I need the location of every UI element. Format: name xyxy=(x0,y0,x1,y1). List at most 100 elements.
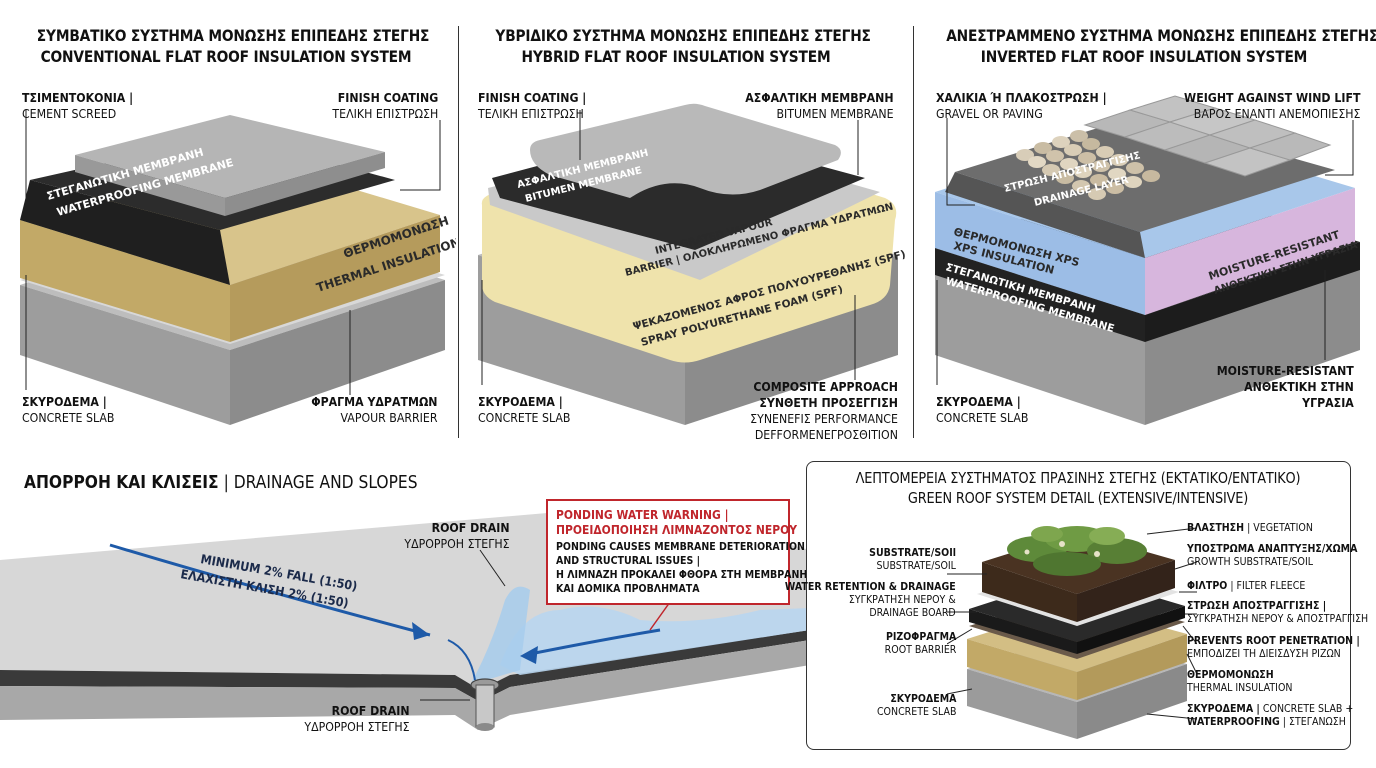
xps-right xyxy=(1145,188,1355,315)
membrane-left xyxy=(935,248,1145,342)
gl-leader-root xyxy=(947,628,973,645)
drain-pipe xyxy=(475,684,495,728)
ponding-water xyxy=(500,606,810,675)
title-greek: ΛΕΠΤΟΜΕΡΕΙΑ ΣΥΣΤΗΜΑΤΟΣ ΠΡΑΣΙΝΗΣ ΣΤΕΓΗΣ (… xyxy=(855,469,1301,487)
slope-arrow-line xyxy=(109,543,431,637)
insulation-left xyxy=(20,220,230,342)
title-english: INVERTED FLAT ROOF INSULATION SYSTEM xyxy=(980,47,1308,66)
label-concrete-slab: ΣΚΥΡΟΔΕΜΑ |CONCRETE SLAB xyxy=(936,394,1029,425)
warning-title-english: PONDING WATER WARNING | xyxy=(556,507,729,522)
label-gravel-paving: ΧΑΛΙΚΙΑ Ή ΠΛΑΚΟΣΤΡΩΣΗ |GRAVEL OR PAVING xyxy=(936,90,1107,121)
leader-finish xyxy=(400,120,441,191)
concrete-slab-right xyxy=(230,280,445,425)
gr-insulation-right xyxy=(1077,634,1187,700)
title-english: CONVENTIONAL FLAT ROOF INSULATION SYSTEM xyxy=(40,47,412,66)
leader-drain-top xyxy=(479,549,506,587)
label-cement-screed: ΤΣΙΜΕΝΤΟΚΟΝΙΑ |CEMENT SCREED xyxy=(22,90,134,121)
warning-title-greek: ΠΡΟΕΙΔΟΠΟΙΗΣΗ ΛΙΜΝΑΖΟΝΤΟΣ ΝΕΡΟΥ xyxy=(556,522,798,537)
green-roof-layers-illustration xyxy=(947,526,1197,739)
warning-body-2: AND STRUCTURAL ISSUES | xyxy=(556,554,701,567)
warning-body-4: ΚΑΙ ΔΟΜΙΚΑ ΠΡΟΒΛΗΜΑΤΑ xyxy=(556,582,700,595)
warning-body-1: PONDING CAUSES MEMBRANE DETERIORATION xyxy=(556,540,805,553)
label-concrete-slab: ΣΚΥΡΟΔΕΜΑ |CONCRETE SLAB xyxy=(478,394,571,425)
title-greek: ΥΒΡΙΔΙΚΟ ΣΥΣΤΗΜΑ ΜΟΝΩΣΗΣ ΕΠΙΠΕΔΗΣ ΣΤΕΓΗΣ xyxy=(495,26,871,45)
gr-concrete-left xyxy=(967,669,1077,739)
ponding-warning-box: PONDING WATER WARNING | ΠΡΟΕΙΔΟΠΟΙΗΣΗ ΛΙ… xyxy=(546,499,808,605)
divider-1 xyxy=(458,26,459,438)
gr-soil-left xyxy=(982,562,1077,622)
gr-label-slab-waterproofing: ΣΚΥΡΟΔΕΜΑ | CONCRETE SLAB + WATERPROOFIN… xyxy=(1187,702,1354,728)
drain-arrow-curve xyxy=(447,639,476,681)
divider-2 xyxy=(913,26,914,438)
gr-label-drainage-layer: ΣΤΡΩΣΗ ΑΠΟΣΤΡΑΓΓΙΣΗΣ |ΣΥΓΚΡΑΤΗΣΗ ΝΕΡΟΥ &… xyxy=(1187,599,1369,625)
gl-leader-vegetation xyxy=(1146,527,1197,535)
title-greek: ΑΝΕΣΤΡΑΜΜΕΝΟ ΣΥΣΤΗΜΑ ΜΟΝΩΣΗΣ ΕΠΙΠΕΔΗΣ ΣΤ… xyxy=(946,26,1376,45)
screed-top xyxy=(75,115,385,198)
drainage-left xyxy=(945,172,1145,258)
gr-soil-right xyxy=(1077,560,1175,622)
gr-drainage-board-left xyxy=(969,609,1077,654)
gl-leader-concrete xyxy=(947,688,973,695)
gr-insulation-left xyxy=(967,639,1077,700)
insulation-right xyxy=(230,215,440,342)
roof-edge-concrete xyxy=(0,686,480,730)
gl-leader-slab xyxy=(1146,713,1197,720)
concrete-slab-left xyxy=(935,260,1145,425)
membrane-right xyxy=(1145,242,1360,342)
water-flow-drain xyxy=(470,586,530,685)
warning-pointer xyxy=(649,601,671,631)
panel-hybrid-title: ΥΒΡΙΔΙΚΟ ΣΥΣΤΗΜΑ ΜΟΝΩΣΗΣ ΕΠΙΠΕΔΗΣ ΣΤΕΓΗΣ… xyxy=(495,25,871,67)
label-finish-coating: FINISH COATING |ΤΕΛΙΚΗ ΕΠΙΣΤΡΩΣΗ xyxy=(478,90,587,121)
finish-coating-layer xyxy=(530,103,841,198)
screed-right xyxy=(225,152,385,216)
screed-left xyxy=(75,155,225,216)
gl-leader-prevents xyxy=(1182,625,1197,645)
drainage-heading: ΑΠΟΡΡΟΗ ΚΑΙ ΚΛΙΣΕΙΣ | DRAINAGE AND SLOPE… xyxy=(24,472,418,493)
concrete-slab-right xyxy=(1145,255,1360,425)
green-roof-panel: ΛΕΠΤΟΜΕΡΕΙΑ ΣΥΣΤΗΜΑΤΟΣ ΠΡΑΣΙΝΗΣ ΣΤΕΓΗΣ (… xyxy=(785,461,1368,750)
concrete-slab-left xyxy=(20,285,230,425)
roof-edge-concrete-right xyxy=(478,640,810,730)
gr-label-vegetation: ΒΛΑΣΤΗΣΗ | VEGETATION xyxy=(1187,521,1313,534)
ponding-arrow-line xyxy=(524,628,661,657)
conventional-layers-illustration: ΣΤΕΓΑΝΩΤΙΚΗ ΜΕΜΒΡΑΝΗ WATERPROOFING MEMBR… xyxy=(20,110,456,425)
gravel-layer xyxy=(1016,130,1160,200)
panel-conventional-title: ΣΥΜΒΑΤΙΚΟ ΣΥΣΤΗΜΑ ΜΟΝΩΣΗΣ ΕΠΙΠΕΔΗΣ ΣΤΕΓΗ… xyxy=(36,25,430,67)
ponding-arrow-head xyxy=(520,646,538,664)
gl-leader-growth xyxy=(1174,561,1197,570)
warning-body-3: Η ΛΙΜΝΑΖΗ ΠΡΟΚΑΛΕΙ ΦΘΟΡΑ ΣΤΗ ΜΕΜΒΡΑΝΗ xyxy=(556,568,808,581)
membrane-left xyxy=(20,180,230,285)
green-roof-title: ΛΕΠΤΟΜΕΡΕΙΑ ΣΥΣΤΗΜΑΤΟΣ ΠΡΑΣΙΝΗΣ ΣΤΕΓΗΣ (… xyxy=(845,468,1311,508)
gl-leader-thermal xyxy=(1186,653,1197,675)
roof-edge-membrane-right xyxy=(480,630,810,702)
inverted-layers-illustration: ΣΤΡΩΣΗ ΑΠΟΣΤΡΑΓΓΙΣΗΣ DRAINAGE LAYER ΘΕΡΜ… xyxy=(935,95,1360,425)
gr-label-filter: ΦΙΛΤΡΟ | FILTER FLEECE xyxy=(1187,579,1306,592)
title-greek: ΣΥΜΒΑΤΙΚΟ ΣΥΣΤΗΜΑ ΜΟΝΩΣΗΣ ΕΠΙΠΕΔΗΣ ΣΤΕΓΗ… xyxy=(36,26,430,45)
leader-gravel xyxy=(946,118,975,206)
gr-vegetation xyxy=(1007,526,1147,576)
gr-drainage-board-right xyxy=(1077,606,1185,654)
title-english: GREEN ROOF SYSTEM DETAIL (EXTENSIVE/INTE… xyxy=(907,489,1249,507)
roof-edge-membrane xyxy=(0,670,480,702)
paving-tiles xyxy=(1083,95,1332,177)
gr-label-prevents-root: PREVENTS ROOT PENETRATION |ΕΜΠΟΔΙΖΕΙ ΤΗ … xyxy=(1187,634,1360,660)
drain-pipe-end xyxy=(476,723,494,731)
leader-weight xyxy=(1325,120,1354,176)
panel-inverted-title: ΑΝΕΣΤΡΑΜΜΕΝΟ ΣΥΣΤΗΜΑ ΜΟΝΩΣΗΣ ΕΠΙΠΕΔΗΣ ΣΤ… xyxy=(946,25,1376,67)
slope-arrow-head xyxy=(412,622,430,640)
title-english: HYBRID FLAT ROOF INSULATION SYSTEM xyxy=(521,47,831,66)
